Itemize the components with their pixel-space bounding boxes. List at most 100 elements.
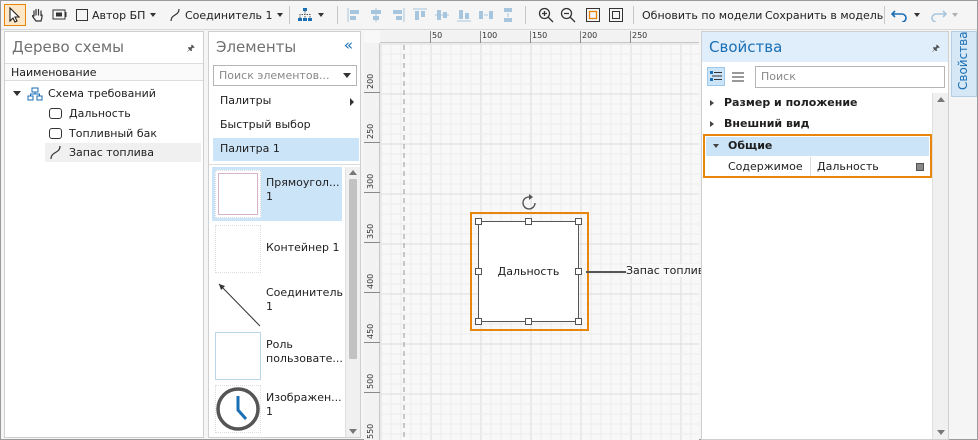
- pin-icon[interactable]: 🖈: [186, 44, 195, 54]
- rotate-icon[interactable]: [520, 194, 540, 212]
- quick-label: Быстрый выбор: [220, 118, 311, 131]
- item-label: Контейнер 1: [266, 241, 340, 254]
- palette-item-container[interactable]: Контейнер 1: [212, 222, 342, 276]
- rounded-rect-icon: [49, 108, 62, 119]
- column-header: Наименование: [5, 63, 203, 81]
- scroll-up-icon[interactable]: [349, 170, 357, 175]
- fit-selection-button[interactable]: [582, 4, 604, 26]
- resize-handle[interactable]: [525, 318, 532, 325]
- item-label: Роль: [266, 338, 293, 351]
- layout-dropdown[interactable]: [297, 4, 324, 26]
- tree-root[interactable]: Схема требований: [13, 84, 198, 103]
- section-label: Общие: [728, 139, 773, 152]
- fit-view-button[interactable]: [49, 4, 71, 26]
- align-right-icon: [393, 8, 405, 22]
- align-middle-icon: [435, 10, 449, 20]
- tree-item[interactable]: Дальность: [49, 104, 199, 123]
- connector-dropdown[interactable]: Соединитель 1: [169, 4, 284, 26]
- align-center-icon: [371, 8, 381, 22]
- image-thumbnail: [215, 385, 261, 433]
- search-placeholder: Поиск элементов...: [219, 69, 330, 82]
- properties-scrollbar[interactable]: [932, 93, 948, 439]
- chevron-down-icon[interactable]: [343, 73, 351, 78]
- item-label: пользовате...: [266, 352, 343, 365]
- palette1-label: Палитра 1: [220, 142, 280, 155]
- collapse-icon[interactable]: «: [343, 36, 353, 54]
- ruler-tick: [364, 142, 380, 143]
- distribute-h-button[interactable]: [475, 4, 497, 26]
- resize-handle[interactable]: [475, 268, 482, 275]
- hierarchy-layout-icon: [298, 8, 312, 21]
- expand-icon: [710, 100, 714, 106]
- scroll-down-icon[interactable]: [937, 430, 945, 435]
- elements-search-input[interactable]: Поиск элементов...: [213, 65, 357, 86]
- zoom-out-button[interactable]: [557, 4, 579, 26]
- property-value-field[interactable]: Дальность: [812, 157, 929, 176]
- update-from-model-button[interactable]: Обновить по модели: [642, 4, 762, 26]
- connector-line[interactable]: [586, 271, 626, 273]
- resize-handle[interactable]: [575, 318, 582, 325]
- auto-bp-dropdown[interactable]: Автор БП: [76, 4, 157, 26]
- alphabetical-view-button[interactable]: [729, 67, 747, 86]
- schema-icon: [27, 87, 43, 100]
- value-picker-icon[interactable]: [916, 163, 924, 171]
- chevron-down-icon: [150, 13, 157, 17]
- tree-item-label: Дальность: [69, 107, 131, 120]
- undo-dropdown[interactable]: [891, 4, 920, 26]
- properties-side-tab[interactable]: Свойства: [951, 31, 977, 97]
- section-general[interactable]: Общие: [706, 137, 929, 156]
- palette-item-image[interactable]: Изображен...1: [212, 382, 342, 436]
- tree-item[interactable]: Запас топлива: [45, 143, 201, 162]
- scroll-up-icon[interactable]: [937, 97, 945, 102]
- align-right-button[interactable]: [387, 4, 409, 26]
- align-left-button[interactable]: [343, 4, 365, 26]
- update-label: Обновить по модели: [642, 8, 763, 22]
- quick-select-row[interactable]: Быстрый выбор: [213, 114, 359, 137]
- resize-handle[interactable]: [475, 318, 482, 325]
- schema-tree-panel: Дерево схемы 🖈 Наименование Схема требов…: [4, 31, 204, 438]
- diagram-shape[interactable]: Дальность: [478, 221, 579, 322]
- tree-item-label: Запас топлива: [69, 146, 155, 159]
- curve-connector-icon: [50, 145, 61, 160]
- side-tab-label: Свойства: [956, 31, 970, 90]
- properties-search-input[interactable]: Поиск: [755, 66, 945, 88]
- resize-handle[interactable]: [575, 268, 582, 275]
- section-appearance[interactable]: Внешний вид: [702, 114, 931, 135]
- pointer-tool-button[interactable]: [4, 4, 26, 26]
- resize-handle[interactable]: [575, 218, 582, 225]
- palette1-row[interactable]: Палитра 1: [213, 138, 359, 161]
- scroll-thumb[interactable]: [349, 179, 357, 359]
- ruler-tick: [364, 242, 380, 243]
- align-middle-button[interactable]: [431, 4, 453, 26]
- palette-item-rectangle[interactable]: Прямоугол...1: [212, 167, 342, 221]
- ruler-label: 250: [366, 123, 375, 139]
- chevron-down-icon: [914, 13, 920, 17]
- resize-handle[interactable]: [475, 218, 482, 225]
- list-icon: [732, 72, 744, 81]
- align-top-button[interactable]: [409, 4, 431, 26]
- zoom-in-button[interactable]: [535, 4, 557, 26]
- section-size-position[interactable]: Размер и положение: [702, 93, 931, 114]
- expand-icon[interactable]: [13, 91, 21, 96]
- distribute-v-button[interactable]: [497, 4, 519, 26]
- item-label: 1: [266, 405, 273, 418]
- pan-tool-button[interactable]: [27, 4, 49, 26]
- tree-item[interactable]: Топливный бак: [49, 124, 199, 143]
- collapse-icon: [713, 144, 719, 148]
- palettes-row[interactable]: Палитры: [213, 90, 359, 113]
- resize-handle[interactable]: [525, 218, 532, 225]
- scroll-down-icon[interactable]: [349, 429, 357, 434]
- align-bottom-button[interactable]: [453, 4, 475, 26]
- tree-item-label: Топливный бак: [69, 127, 157, 140]
- actual-size-button[interactable]: [605, 4, 627, 26]
- save-to-model-button[interactable]: Сохранить в модель: [765, 4, 883, 26]
- align-center-button[interactable]: [365, 4, 387, 26]
- pin-icon[interactable]: 🖈: [931, 44, 940, 54]
- item-label: Изображен...: [266, 391, 342, 404]
- palette-scrollbar[interactable]: [345, 167, 360, 437]
- redo-dropdown[interactable]: [929, 4, 958, 26]
- categorized-view-button[interactable]: [707, 67, 725, 86]
